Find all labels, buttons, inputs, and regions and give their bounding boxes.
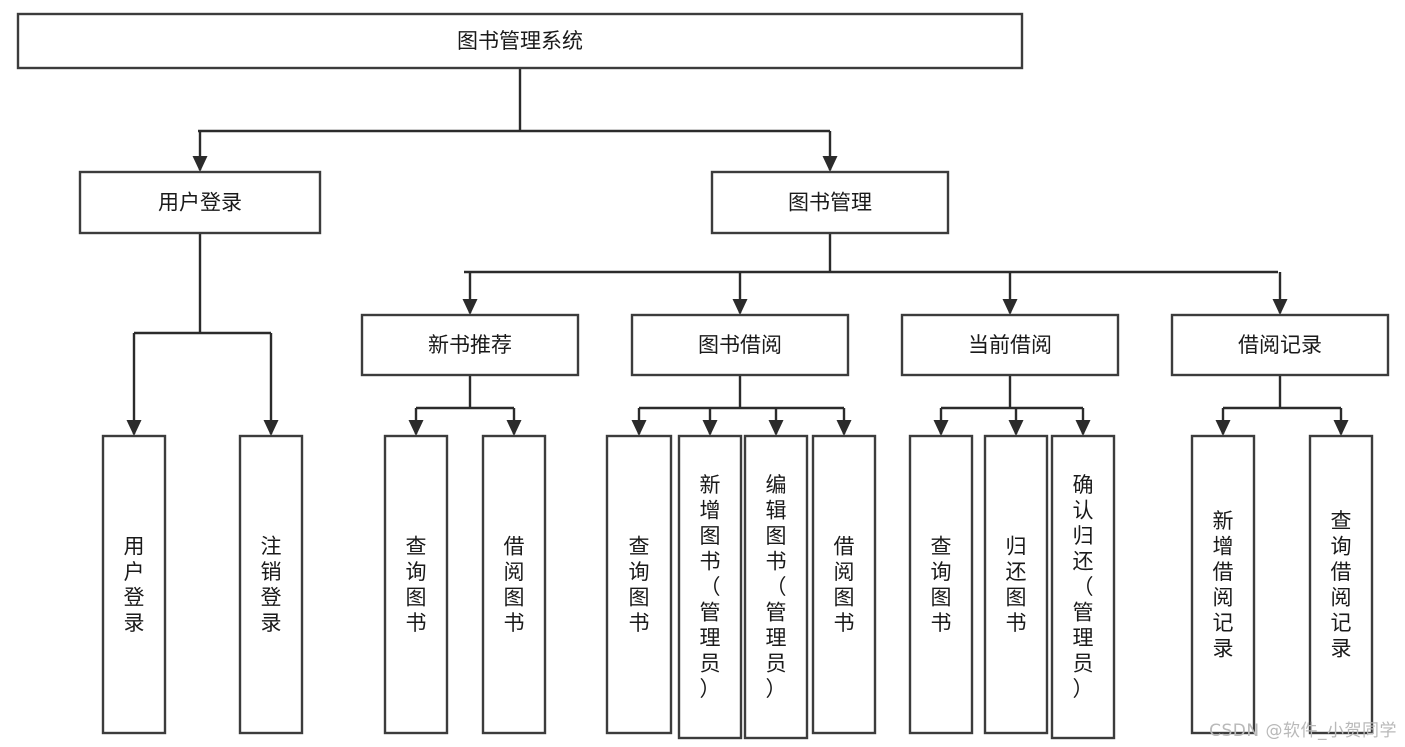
- node-box-leaf-user-login: [101, 434, 167, 735]
- node-label-current-borrow: 当前借阅: [968, 333, 1052, 357]
- node-label-book-manage: 图书管理: [788, 191, 872, 215]
- node-label-user-login: 用户登录: [158, 191, 242, 215]
- node-book-borrow[interactable]: 图书借阅: [630, 313, 850, 377]
- node-label-leaf-confirm-return-admin: 确认归还（管理员）: [1073, 473, 1094, 701]
- csdn-watermark: CSDN @软件_小贺同学: [1209, 721, 1397, 741]
- node-box-book-borrow: [630, 313, 850, 377]
- node-box-leaf-confirm-return-admin: [1050, 434, 1116, 740]
- node-box-leaf-query-book-borrow: [605, 434, 673, 735]
- node-box-root: [16, 12, 1024, 70]
- node-leaf-borrow-book-rec[interactable]: 借阅图书: [481, 434, 547, 735]
- node-box-leaf-borrow-book-rec: [481, 434, 547, 735]
- node-box-new-book-recommend: [360, 313, 580, 377]
- node-box-leaf-query-borrow-record: [1308, 434, 1374, 735]
- node-leaf-add-borrow-record[interactable]: 新增借阅记录: [1190, 434, 1256, 735]
- node-box-leaf-add-book-admin: [677, 434, 743, 740]
- node-label-leaf-edit-book-admin: 编辑图书（管理员）: [766, 473, 787, 701]
- node-label-leaf-query-book-borrow: 查询图书: [629, 534, 650, 635]
- node-leaf-return-book[interactable]: 归还图书: [983, 434, 1049, 735]
- node-label-leaf-borrow-book-rec: 借阅图书: [504, 534, 525, 635]
- connectors-layer: [126, 68, 1349, 436]
- node-box-leaf-logout: [238, 434, 304, 735]
- node-leaf-query-borrow-record[interactable]: 查询借阅记录: [1308, 434, 1374, 735]
- node-root[interactable]: 图书管理系统: [16, 12, 1024, 70]
- node-label-leaf-add-borrow-record: 新增借阅记录: [1213, 509, 1234, 661]
- node-box-leaf-query-book-current: [908, 434, 974, 735]
- node-label-new-book-recommend: 新书推荐: [428, 333, 512, 357]
- node-label-leaf-query-borrow-record: 查询借阅记录: [1331, 509, 1352, 661]
- node-leaf-user-login[interactable]: 用户登录: [101, 434, 167, 735]
- node-label-leaf-add-book-admin: 新增图书（管理员）: [700, 473, 721, 701]
- node-box-current-borrow: [900, 313, 1120, 377]
- node-label-leaf-query-book-rec: 查询图书: [406, 534, 427, 635]
- node-box-borrow-record: [1170, 313, 1390, 377]
- node-box-leaf-query-book-rec: [383, 434, 449, 735]
- nodes-layer: 图书管理系统用户登录图书管理新书推荐图书借阅当前借阅借阅记录用户登录注销登录查询…: [16, 12, 1390, 740]
- node-leaf-add-book-admin[interactable]: 新增图书（管理员）: [677, 434, 743, 740]
- node-borrow-record[interactable]: 借阅记录: [1170, 313, 1390, 377]
- node-leaf-borrow-book[interactable]: 借阅图书: [811, 434, 877, 735]
- node-book-manage[interactable]: 图书管理: [710, 170, 950, 235]
- node-leaf-query-book-current[interactable]: 查询图书: [908, 434, 974, 735]
- node-box-leaf-edit-book-admin: [743, 434, 809, 740]
- node-label-root: 图书管理系统: [457, 29, 583, 53]
- node-box-book-manage: [710, 170, 950, 235]
- node-leaf-query-book-borrow[interactable]: 查询图书: [605, 434, 673, 735]
- node-box-leaf-borrow-book: [811, 434, 877, 735]
- node-leaf-edit-book-admin[interactable]: 编辑图书（管理员）: [743, 434, 809, 740]
- node-label-borrow-record: 借阅记录: [1238, 333, 1322, 357]
- node-user-login[interactable]: 用户登录: [78, 170, 322, 235]
- node-label-leaf-user-login: 用户登录: [124, 534, 145, 635]
- node-label-leaf-return-book: 归还图书: [1006, 534, 1027, 635]
- node-new-book-recommend[interactable]: 新书推荐: [360, 313, 580, 377]
- node-label-book-borrow: 图书借阅: [698, 333, 782, 357]
- node-current-borrow[interactable]: 当前借阅: [900, 313, 1120, 377]
- node-box-user-login: [78, 170, 322, 235]
- node-leaf-confirm-return-admin[interactable]: 确认归还（管理员）: [1050, 434, 1116, 740]
- node-label-leaf-borrow-book: 借阅图书: [834, 534, 855, 635]
- node-leaf-query-book-rec[interactable]: 查询图书: [383, 434, 449, 735]
- node-label-leaf-query-book-current: 查询图书: [931, 534, 952, 635]
- node-box-leaf-return-book: [983, 434, 1049, 735]
- node-leaf-logout[interactable]: 注销登录: [238, 434, 304, 735]
- node-box-leaf-add-borrow-record: [1190, 434, 1256, 735]
- node-label-leaf-logout: 注销登录: [261, 534, 282, 635]
